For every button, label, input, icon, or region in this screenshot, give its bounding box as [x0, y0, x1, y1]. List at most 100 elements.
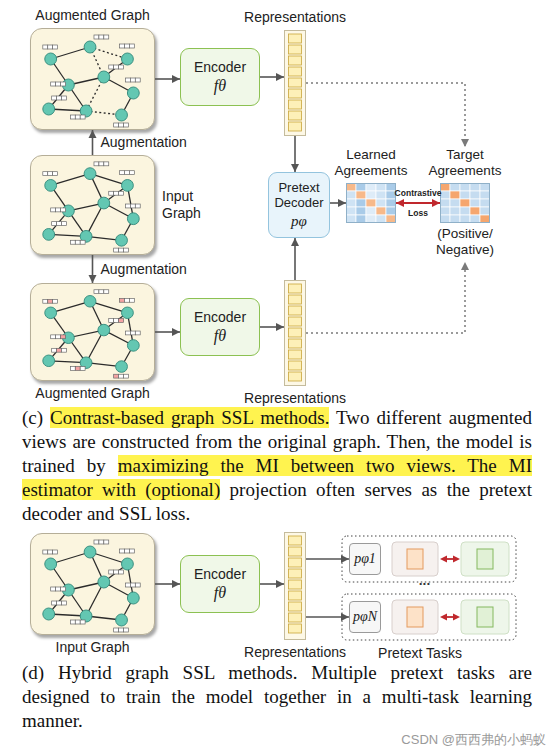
feature-cell: [43, 172, 48, 176]
matrix-cell: [470, 207, 480, 215]
feature-cell: [62, 601, 67, 605]
feature-cell: [57, 222, 62, 226]
agreement-matrix: [346, 183, 396, 223]
matrix-cell: [480, 215, 490, 223]
matrix-cell: [440, 207, 450, 215]
connector-line: [92, 255, 94, 283]
feature-cell: [104, 162, 109, 166]
graph-vertex: [122, 307, 134, 319]
feature-cell: [57, 348, 62, 352]
connector: [396, 199, 440, 207]
matrix-cell: [480, 183, 490, 191]
feature-cell: [51, 208, 56, 212]
feature-cell: [120, 549, 125, 553]
connector-line: [306, 262, 465, 333]
arrow-head: [291, 164, 299, 172]
ellipsis-mark: •••: [400, 578, 450, 590]
feature-cell: [123, 248, 128, 252]
matrix-cell: [346, 183, 356, 191]
node-heading: Input Graph: [56, 639, 130, 656]
matrix-cell: [450, 215, 460, 223]
edge-label: Augmentation: [101, 134, 187, 151]
agreement-matrix-block: Target Agreements(Positive/ Negative): [440, 147, 490, 262]
feature-cell: [94, 540, 99, 544]
graph-vertex: [43, 103, 55, 115]
representation-cell: [289, 580, 302, 589]
graph-vertex: [45, 558, 57, 570]
feature-cell: [109, 65, 114, 69]
node-heading: Representations: [244, 390, 346, 407]
representation-cell: [289, 78, 302, 87]
feature-cell: [125, 204, 130, 208]
representation-cell: [289, 317, 302, 326]
connector-line: [306, 83, 465, 147]
loss-arrow-head: [440, 614, 447, 621]
matrix-cell: [366, 191, 376, 199]
target-block: [477, 549, 493, 569]
matrix-cell: [440, 191, 450, 199]
feature-cell: [129, 298, 134, 302]
representation-cell: [289, 624, 302, 633]
function-symbol: fθ: [214, 583, 226, 602]
agreement-matrix: [440, 183, 490, 223]
arrow-head: [276, 580, 284, 588]
matrix-cell: [480, 191, 490, 199]
task-frame: [342, 536, 516, 582]
feature-cell: [70, 115, 75, 119]
representation-cell: [289, 56, 302, 65]
feature-cell: [61, 82, 66, 86]
feature-cell: [53, 45, 58, 49]
feature-cell: [114, 248, 119, 252]
connector: [306, 555, 349, 563]
arrow-head: [89, 275, 97, 283]
feature-cell: [104, 540, 109, 544]
feature-cell: [123, 374, 128, 378]
matrix-cell: [386, 191, 396, 199]
arrow-head: [341, 555, 349, 563]
graph-vertex: [127, 340, 139, 352]
feature-cell: [43, 45, 48, 49]
feature-cell: [94, 290, 99, 294]
matrix-note: (Positive/ Negative): [425, 226, 505, 258]
function-symbol: pφN: [353, 609, 377, 625]
decoder-box: Pretext Decoderpφ: [268, 172, 330, 238]
feature-cell: [51, 587, 56, 591]
graph-vertex: [127, 592, 139, 604]
arrow-head: [172, 75, 180, 83]
feature-cell: [80, 620, 85, 624]
connector-line: [155, 331, 180, 333]
representation-cell: [289, 339, 302, 348]
connector: [306, 613, 349, 621]
target-holder: [461, 600, 509, 634]
matrix-cell: [346, 207, 356, 215]
connector: [306, 262, 469, 333]
function-symbol: pφ1: [354, 551, 376, 567]
matrix-cell: [386, 215, 396, 223]
arrow-head: [432, 199, 440, 207]
feature-cell: [124, 44, 129, 48]
connector: [155, 580, 180, 588]
connector: [89, 130, 97, 155]
connector: [291, 238, 299, 280]
feature-cell: [129, 44, 134, 48]
matrix-cell: [470, 199, 480, 207]
matrix-cell: [376, 183, 386, 191]
graph-vertex: [122, 180, 134, 192]
connector-line: [260, 326, 284, 328]
encoder-title: Encoder: [194, 309, 246, 326]
graph-vertex: [116, 361, 128, 373]
feature-cell: [119, 319, 124, 323]
graph-vertex: [84, 296, 96, 308]
feature-cell: [48, 299, 53, 303]
watermark: CSDN @西西弗的小蚂蚁: [370, 732, 546, 748]
feature-cell: [56, 587, 61, 591]
connector-line: [155, 78, 180, 80]
matrix-cell: [450, 199, 460, 207]
matrix-cell: [386, 183, 396, 191]
feature-cell: [114, 191, 119, 195]
matrix-cell: [450, 191, 460, 199]
feature-cell: [43, 550, 48, 554]
function-symbol: fθ: [214, 326, 226, 345]
figure-caption: (c) Contrast-based graph SSL methods. Tw…: [22, 406, 532, 526]
feature-cell: [119, 628, 124, 632]
